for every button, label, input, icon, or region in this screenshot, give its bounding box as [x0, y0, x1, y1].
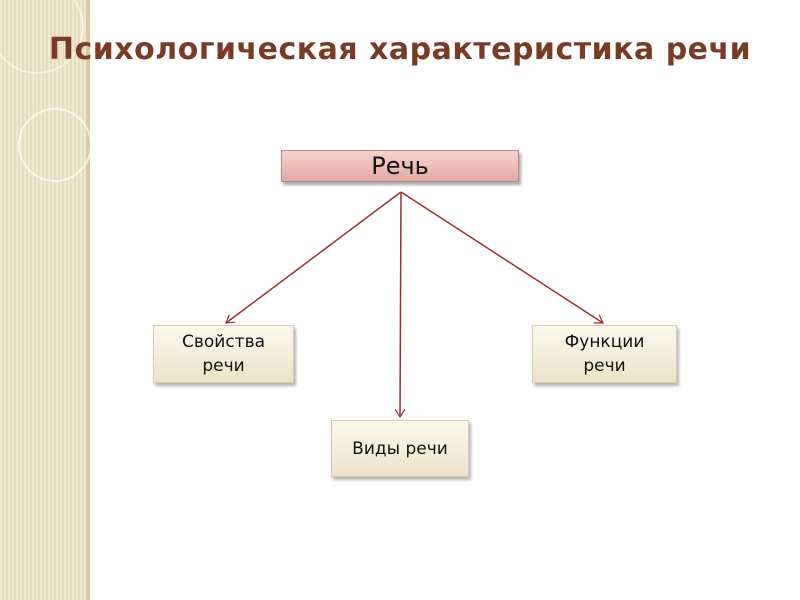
side-panel-edge [86, 0, 90, 600]
node-functions: Функции речи [532, 325, 677, 383]
decorative-side-panel [0, 0, 86, 600]
node-functions-label: Функции речи [564, 332, 645, 376]
decorative-ring [18, 108, 92, 182]
arrow-to-types [400, 191, 401, 417]
node-types: Виды речи [331, 420, 469, 477]
arrow-to-functions [400, 191, 603, 324]
slide-title: Психологическая характеристика речи [48, 32, 752, 67]
root-node: Речь [281, 150, 519, 182]
node-properties: Свойства речи [153, 325, 294, 383]
arrow-to-properties [226, 191, 402, 323]
node-types-label: Виды речи [352, 438, 448, 459]
root-node-label: Речь [371, 152, 429, 180]
node-properties-label: Свойства речи [181, 332, 266, 376]
